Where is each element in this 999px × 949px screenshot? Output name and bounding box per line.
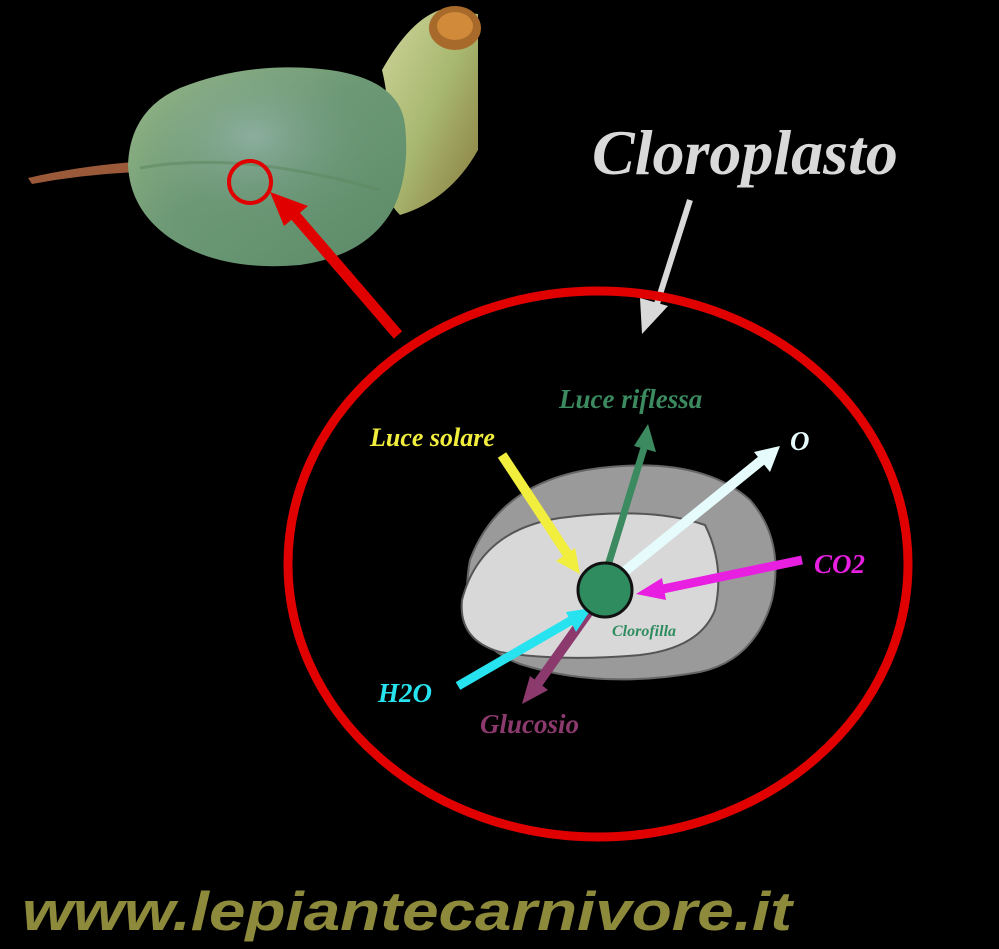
label-co2: CO2 bbox=[814, 549, 865, 579]
leaf-zoom-marker bbox=[227, 159, 273, 205]
leaf-photo-icon bbox=[28, 6, 481, 267]
magnify-circle bbox=[283, 286, 913, 842]
luce-riflessa-arrow bbox=[602, 424, 656, 574]
h2o-arrow bbox=[455, 608, 592, 690]
label-glucosio: Glucosio bbox=[480, 709, 579, 739]
chlorophyll-dot-icon bbox=[576, 561, 634, 619]
title-pointer-arrow bbox=[640, 199, 693, 334]
label-oxygen: O bbox=[790, 426, 810, 456]
label-h2o: H2O bbox=[377, 678, 432, 708]
label-luce-solare: Luce solare bbox=[369, 423, 495, 452]
oxygen-arrow bbox=[620, 446, 780, 576]
co2-arrow bbox=[636, 555, 803, 600]
zoom-pointer-arrow bbox=[270, 192, 403, 339]
page-title: Cloroplasto bbox=[592, 117, 898, 188]
label-clorofilla: Clorofilla bbox=[612, 623, 676, 640]
website-watermark: www.lepiantecarnivore.it bbox=[22, 880, 795, 942]
luce-solare-arrow bbox=[497, 452, 580, 574]
label-luce-riflessa: Luce riflessa bbox=[558, 384, 702, 414]
